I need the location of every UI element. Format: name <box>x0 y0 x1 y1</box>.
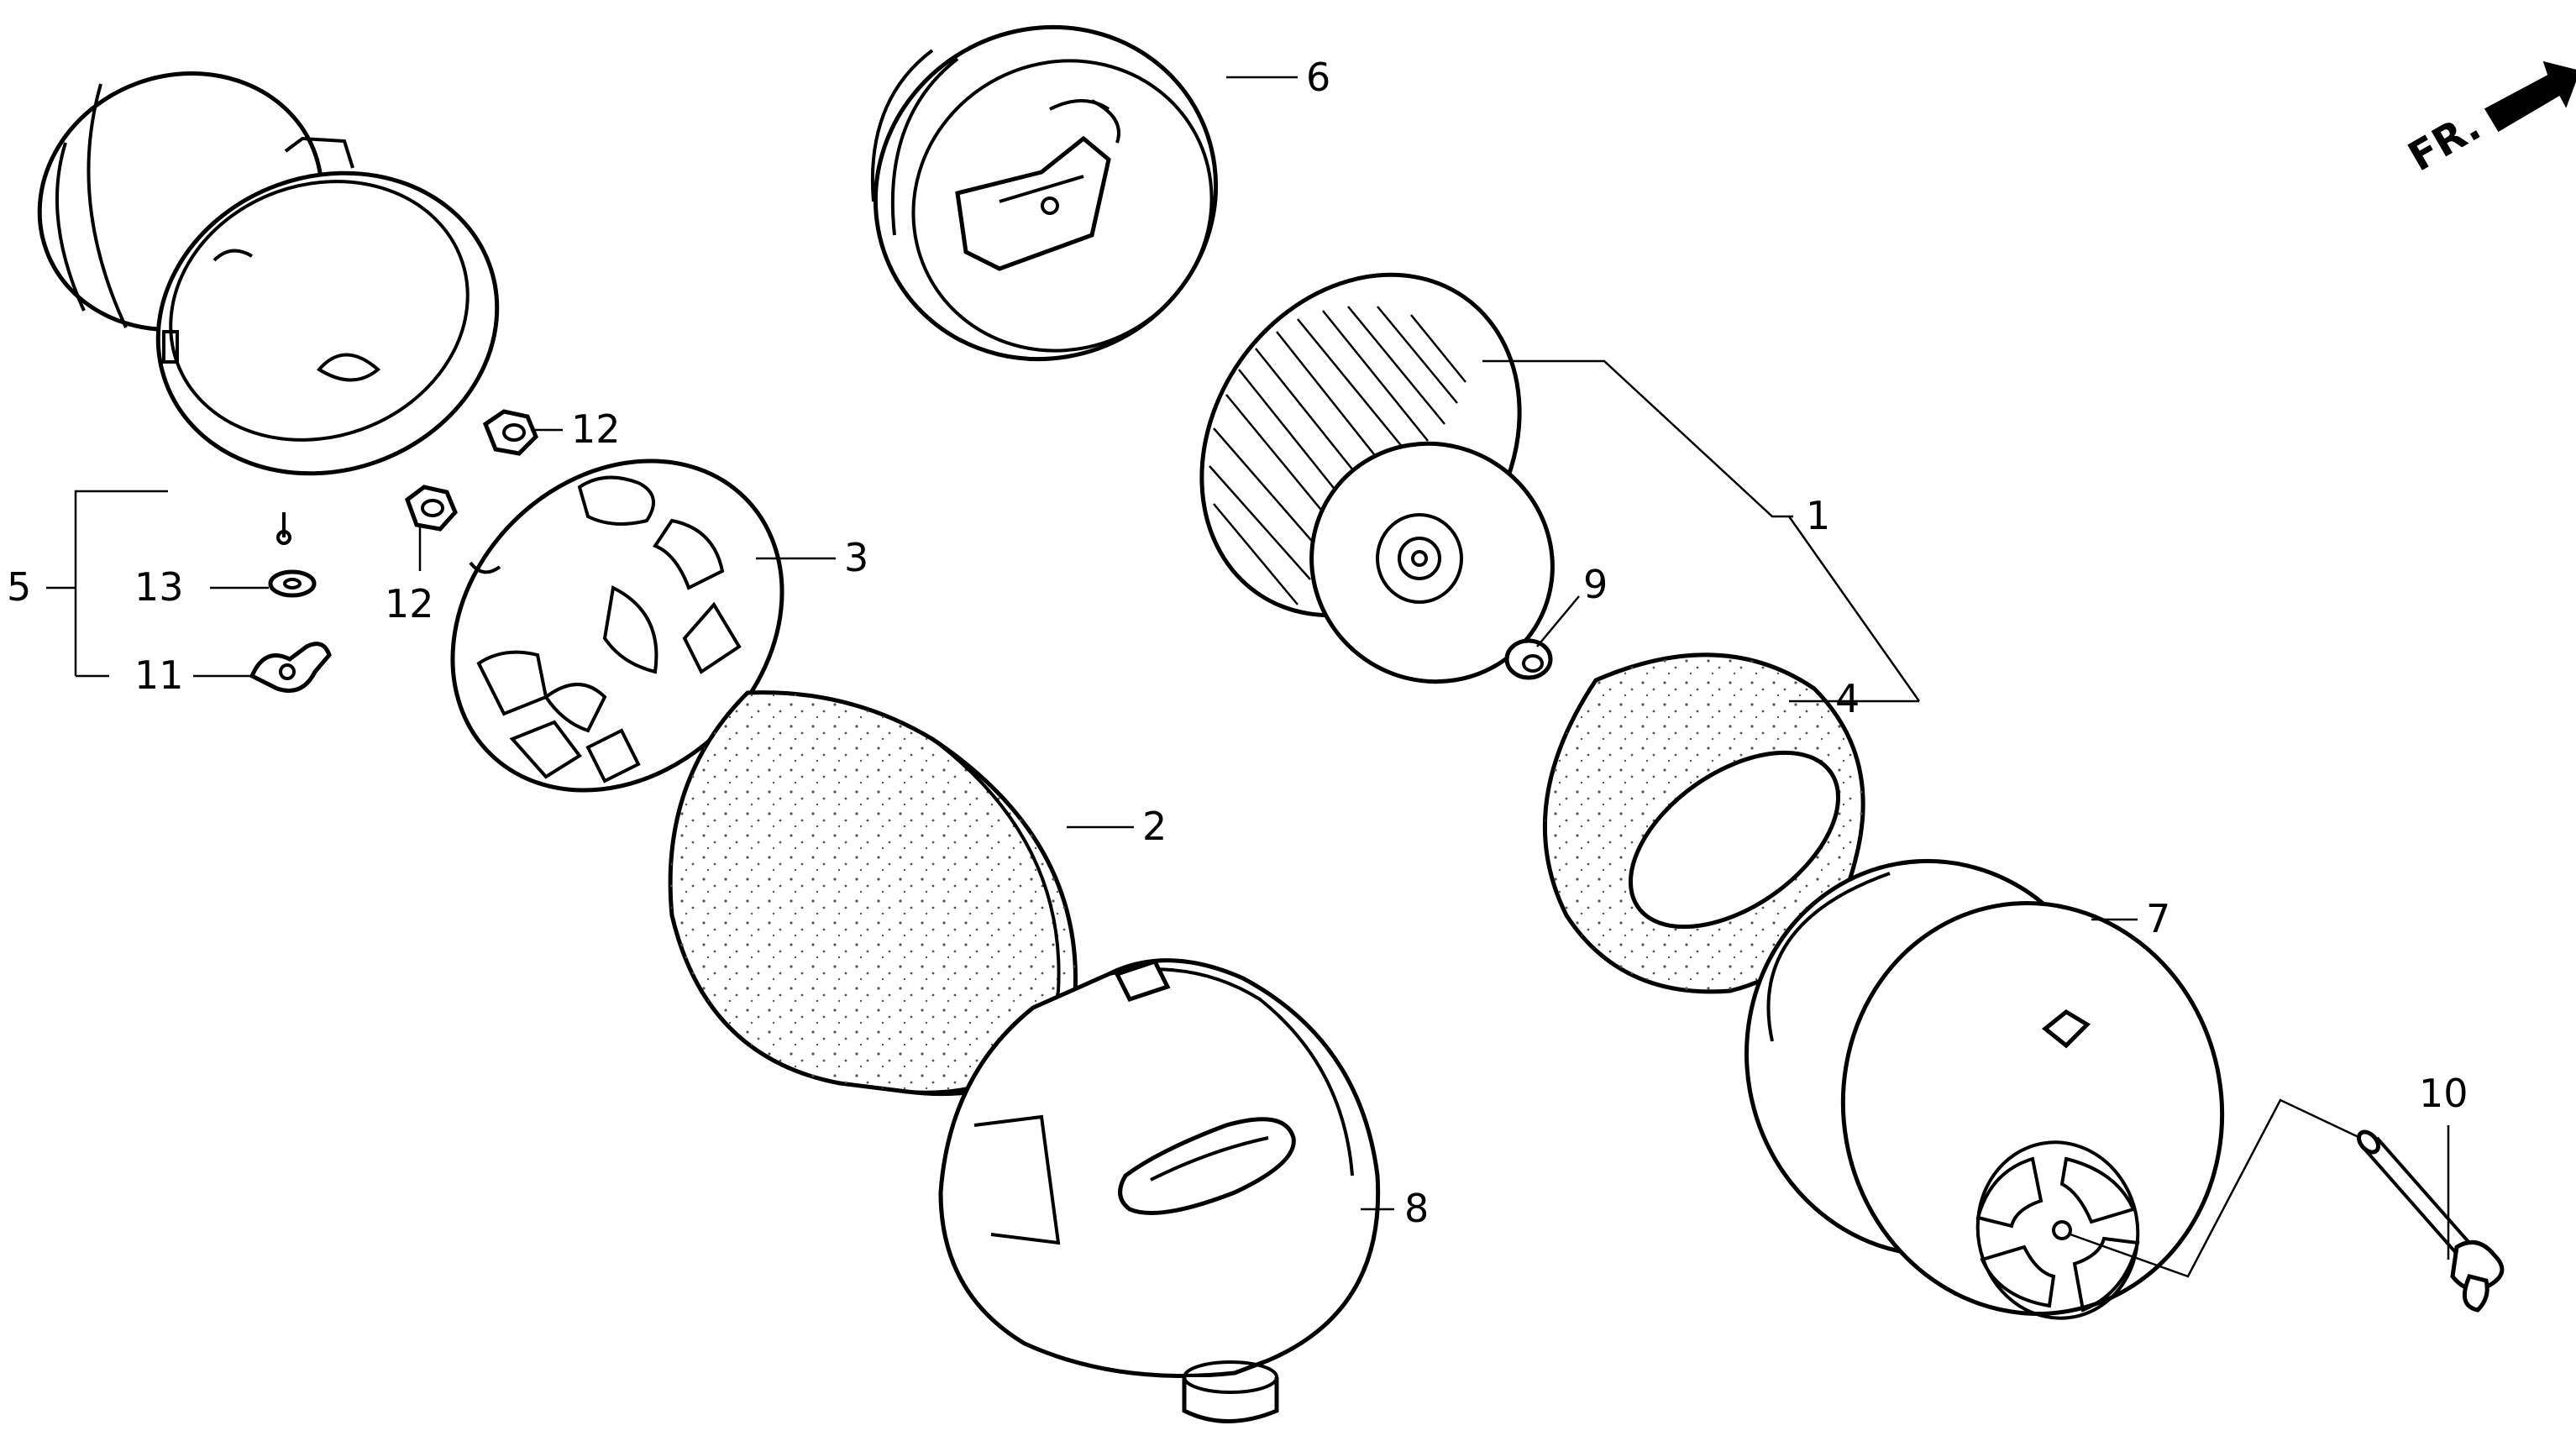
front-direction-label: FR. <box>2400 102 2489 181</box>
label-part-11: 11 <box>134 652 184 698</box>
label-part-12-upper: 12 <box>571 406 621 452</box>
air-cleaner-base <box>870 24 1219 362</box>
label-part-7: 7 <box>2146 896 2170 941</box>
foam-element <box>668 690 1078 1097</box>
label-part-13: 13 <box>134 564 184 610</box>
label-part-8: 8 <box>1404 1186 1429 1231</box>
arrow-right-icon <box>2484 60 2576 133</box>
grommet <box>1504 638 1553 680</box>
label-part-5: 5 <box>7 564 31 610</box>
air-cleaner-case <box>37 71 500 545</box>
label-part-2: 2 <box>1142 804 1167 849</box>
label-part-3: 3 <box>844 535 868 580</box>
nut-upper <box>482 409 538 456</box>
paper-filter-element <box>1199 272 1555 684</box>
front-direction-indicator: FR. <box>2400 60 2576 181</box>
outer-foam-element <box>1542 652 1865 994</box>
filter-plate <box>450 458 784 793</box>
outer-cover <box>1744 858 2225 1320</box>
wing-bolt <box>2356 1129 2505 1313</box>
wing-nut <box>249 642 332 693</box>
label-part-12-lower: 12 <box>385 581 434 626</box>
nut-lower <box>405 485 458 532</box>
label-part-6: 6 <box>1306 55 1330 100</box>
leader-lines <box>46 76 2450 1278</box>
air-cleaner-cover <box>938 958 1381 1423</box>
washer <box>268 569 317 598</box>
label-part-9: 9 <box>1583 562 1608 607</box>
label-part-1: 1 <box>1806 493 1830 538</box>
label-part-10: 10 <box>2419 1071 2468 1116</box>
label-part-4: 4 <box>1835 676 1860 721</box>
